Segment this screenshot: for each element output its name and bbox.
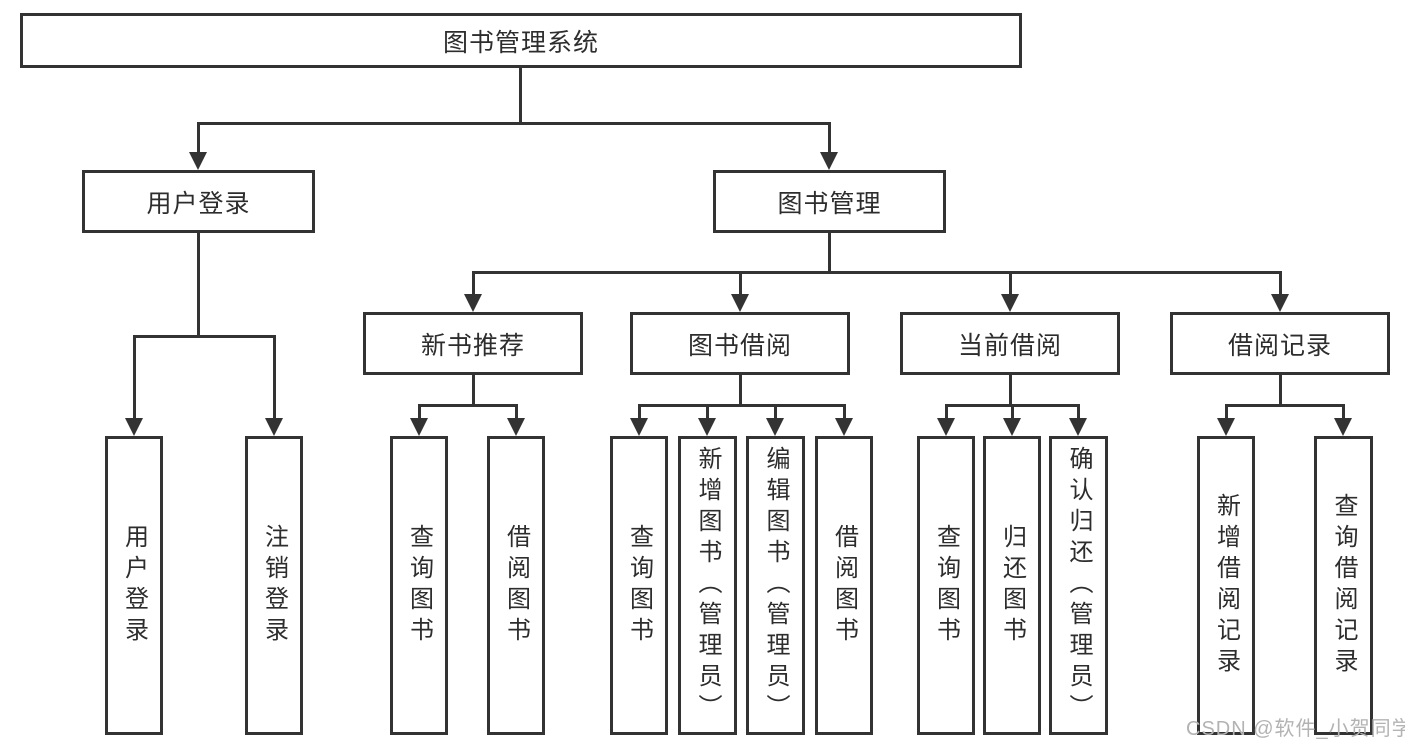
connector-line (638, 404, 641, 420)
arrowhead-icon (731, 294, 749, 312)
leaf-label: 确认归还（管理员） (1065, 446, 1092, 725)
arrowhead-icon (1001, 294, 1019, 312)
connector-line (1279, 271, 1282, 297)
leaf-add-borrow-record: 新增借阅记录 (1197, 436, 1255, 735)
connector-line (472, 271, 475, 297)
leaf-label: 用户登录 (120, 523, 148, 648)
leaf-confirm-return-admin: 确认归还（管理员） (1049, 436, 1108, 735)
connector-line (472, 374, 475, 406)
connector-line (706, 404, 709, 420)
leaf-label: 编辑图书（管理员） (762, 446, 789, 725)
connector-line (1011, 404, 1014, 420)
leaf-label: 查询借阅记录 (1330, 492, 1357, 679)
connector-line (945, 404, 948, 420)
node-book-management: 图书管理 (713, 170, 946, 233)
leaf-query-books-1: 查询图书 (390, 436, 448, 735)
node-library-system: 图书管理系统 (20, 13, 1022, 68)
arrowhead-icon (835, 418, 853, 436)
connector-line (133, 335, 136, 420)
csdn-watermark: CSDN @软件_小贺同学 (1186, 718, 1405, 740)
connector-line (1077, 404, 1080, 420)
connector-line (472, 271, 1282, 274)
node-label: 图书借阅 (687, 331, 792, 360)
node-new-book-recommend: 新书推荐 (363, 312, 583, 375)
leaf-user-login: 用户登录 (105, 436, 163, 735)
connector-line (1009, 374, 1012, 406)
arrowhead-icon (189, 152, 207, 170)
connector-line (1009, 271, 1012, 297)
node-borrowing-records: 借阅记录 (1170, 312, 1390, 375)
connector-line (739, 374, 742, 406)
node-label: 当前借阅 (957, 331, 1062, 360)
node-label: 图书管理 (777, 189, 882, 218)
node-label: 新书推荐 (420, 331, 525, 360)
connector-line (1279, 374, 1282, 406)
leaf-label: 借阅图书 (830, 523, 858, 648)
connector-line (1342, 404, 1345, 420)
arrowhead-icon (464, 294, 482, 312)
connector-line (828, 122, 831, 156)
arrowhead-icon (125, 418, 143, 436)
arrowhead-icon (1069, 418, 1087, 436)
leaf-label: 注销登录 (260, 523, 288, 648)
connector-line (638, 404, 846, 407)
leaf-logout: 注销登录 (245, 436, 303, 735)
leaf-add-books-admin: 新增图书（管理员） (678, 436, 737, 735)
arrowhead-icon (698, 418, 716, 436)
arrowhead-icon (820, 152, 838, 170)
node-label: 用户登录 (146, 189, 251, 218)
arrowhead-icon (1003, 418, 1021, 436)
arrowhead-icon (1217, 418, 1235, 436)
connector-line (519, 67, 522, 122)
connector-line (418, 404, 518, 407)
leaf-label: 查询图书 (405, 523, 433, 648)
leaf-label: 查询图书 (625, 523, 653, 648)
leaf-query-books-3: 查询图书 (917, 436, 975, 735)
leaf-label: 新增图书（管理员） (694, 446, 721, 725)
leaf-borrow-books-1: 借阅图书 (487, 436, 545, 735)
arrowhead-icon (1334, 418, 1352, 436)
connector-line (1225, 404, 1228, 420)
node-label: 借阅记录 (1227, 331, 1332, 360)
connector-line (1225, 404, 1345, 407)
leaf-query-borrow-record: 查询借阅记录 (1314, 436, 1373, 735)
leaf-label: 查询图书 (932, 523, 960, 648)
leaf-edit-books-admin: 编辑图书（管理员） (746, 436, 805, 735)
arrowhead-icon (410, 418, 428, 436)
connector-line (197, 122, 831, 125)
connector-line (197, 232, 200, 335)
arrowhead-icon (937, 418, 955, 436)
arrowhead-icon (265, 418, 283, 436)
leaf-label: 借阅图书 (502, 523, 530, 648)
connector-line (273, 335, 276, 420)
connector-line (133, 335, 276, 338)
node-book-borrowing: 图书借阅 (630, 312, 850, 375)
connector-line (774, 404, 777, 420)
leaf-borrow-books-2: 借阅图书 (815, 436, 873, 735)
connector-line (197, 122, 200, 156)
node-user-login: 用户登录 (82, 170, 315, 233)
connector-line (515, 404, 518, 420)
arrowhead-icon (766, 418, 784, 436)
arrowhead-icon (507, 418, 525, 436)
connector-line (843, 404, 846, 420)
connector-line (828, 232, 831, 273)
node-label: 图书管理系统 (442, 28, 599, 57)
leaf-query-books-2: 查询图书 (610, 436, 668, 735)
arrowhead-icon (630, 418, 648, 436)
node-current-borrowing: 当前借阅 (900, 312, 1120, 375)
leaf-label: 归还图书 (998, 523, 1026, 648)
connector-line (739, 271, 742, 297)
leaf-return-books: 归还图书 (983, 436, 1041, 735)
connector-line (418, 404, 421, 420)
leaf-label: 新增借阅记录 (1212, 492, 1240, 679)
arrowhead-icon (1271, 294, 1289, 312)
